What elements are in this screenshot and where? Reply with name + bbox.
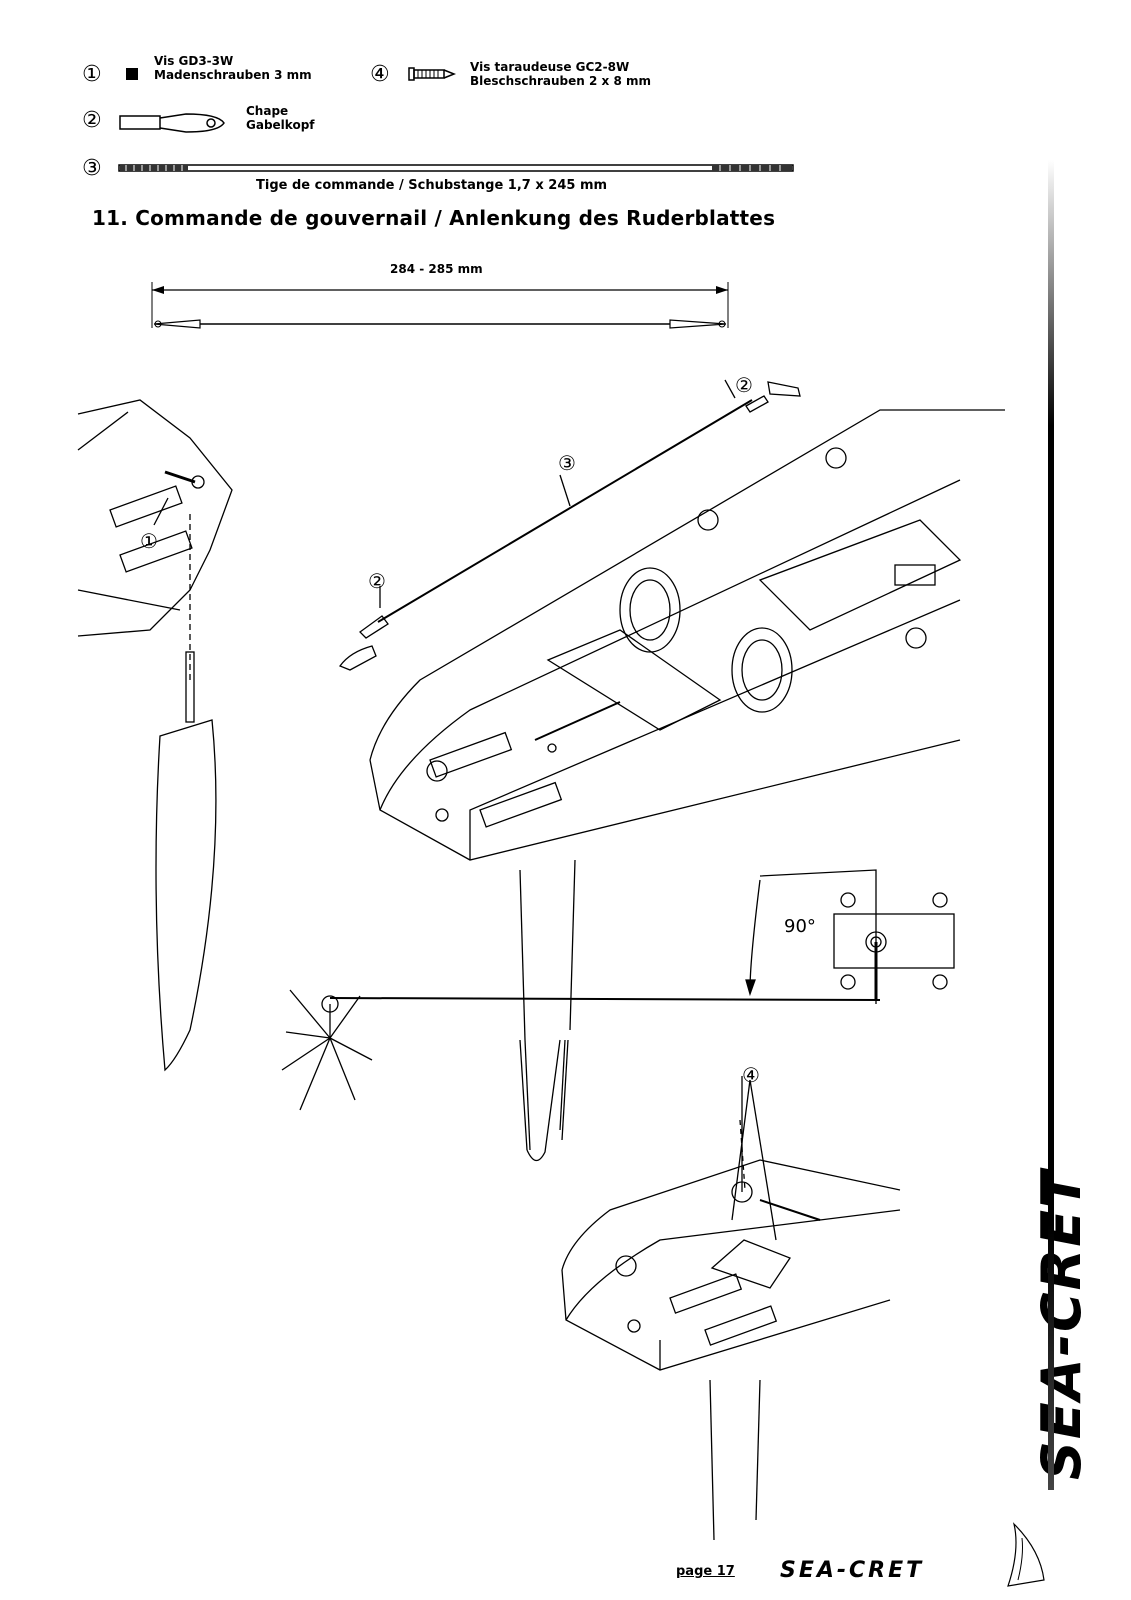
pushrod-icon	[118, 164, 794, 172]
part-1-name-fr: Vis GD3-3W	[154, 54, 234, 68]
side-brand-stripe	[1048, 160, 1054, 1490]
part-4-name-fr: Vis taraudeuse GC2-8W	[470, 60, 630, 74]
page-number: page 17	[676, 1564, 735, 1579]
section-title: 11. Commande de gouvernail / Anlenkung d…	[92, 206, 776, 230]
part-number-4: ④	[370, 62, 390, 87]
part-4-name-de: Bleschschrauben 2 x 8 mm	[470, 74, 651, 88]
rudder-linkage-assembly-diagram: ② ③ ② ① ④	[77, 373, 1005, 1541]
callout-3: ③	[558, 451, 576, 475]
callout-1: ①	[140, 529, 158, 553]
part-number-3: ③	[82, 156, 102, 181]
sail-logo-icon	[1007, 1522, 1045, 1587]
angle-label: 90°	[784, 916, 816, 937]
callout-4: ④	[742, 1063, 760, 1087]
side-brand-logo: SEA-CRET	[1030, 1169, 1093, 1480]
part-4-label: Vis taraudeuse GC2-8W Bleschschrauben 2 …	[470, 60, 651, 88]
self-tapping-screw-icon	[408, 67, 457, 81]
pushrod-dimension-diagram	[151, 282, 729, 329]
part-2-name-de: Gabelkopf	[246, 118, 315, 132]
part-number-2: ②	[82, 108, 102, 133]
clevis-icon	[119, 113, 225, 133]
part-2-label: Chape Gabelkopf	[246, 104, 315, 132]
part-1-name-de: Madenschrauben 3 mm	[154, 68, 312, 82]
pushrod-caption: Tige de commande / Schubstange 1,7 x 245…	[256, 178, 608, 193]
callout-2-top: ②	[735, 373, 753, 397]
dimension-label: 284 - 285 mm	[390, 262, 483, 276]
part-1-label: Vis GD3-3W Madenschrauben 3 mm	[154, 54, 312, 82]
part-number-1: ①	[82, 62, 102, 87]
callout-2-left: ②	[368, 569, 386, 593]
part-2-name-fr: Chape	[246, 104, 289, 118]
set-screw-icon	[126, 68, 138, 80]
footer-brand-logo: SEA-CRET	[780, 1558, 925, 1583]
